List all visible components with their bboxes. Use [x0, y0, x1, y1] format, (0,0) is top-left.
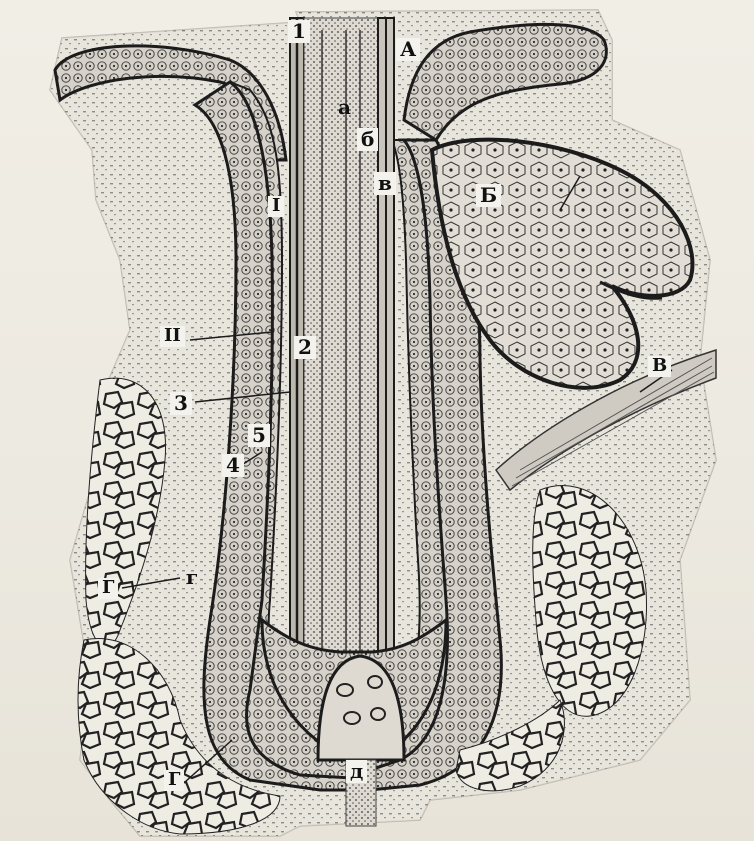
label-V-arrector-pili: В — [648, 356, 671, 377]
label-II-follicle: II — [160, 326, 185, 347]
label-G-bottom: Г — [164, 770, 184, 791]
label-b-cortex: б — [357, 128, 378, 151]
label-3: 3 — [170, 392, 192, 415]
label-d-papilla: д — [346, 760, 367, 783]
label-4: 4 — [222, 454, 244, 477]
label-I-hair-root: I — [268, 196, 284, 217]
label-B-sebaceous-gland: Б — [476, 184, 501, 207]
label-A-hair-funnel: А — [396, 38, 420, 61]
label-g-lower: г — [182, 566, 202, 589]
label-G-left: Г — [98, 578, 118, 599]
label-2: 2 — [294, 336, 316, 359]
label-a-medulla: а — [334, 96, 355, 119]
label-1-hair-shaft: 1 — [288, 20, 310, 43]
label-5: 5 — [248, 424, 270, 447]
label-v-cuticle: в — [374, 172, 396, 195]
